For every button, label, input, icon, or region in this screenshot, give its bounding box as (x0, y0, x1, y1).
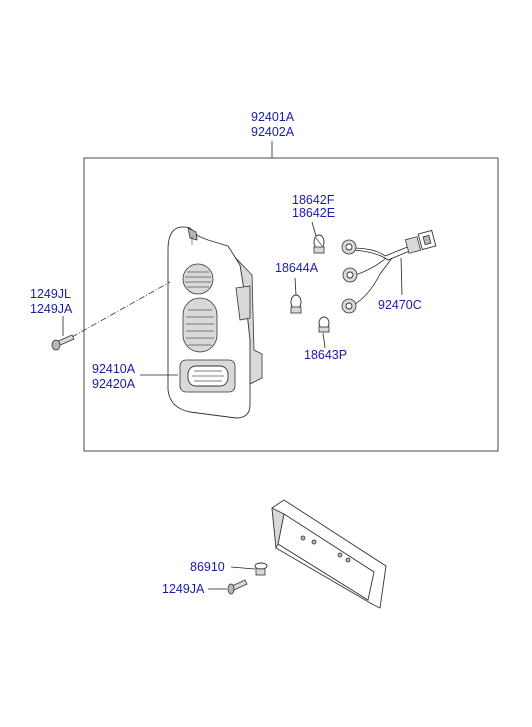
housing-screw (51, 281, 171, 351)
label-92420A[interactable]: 92420A (92, 377, 136, 391)
label-1249JA-plate[interactable]: 1249JA (162, 582, 205, 596)
label-18642F[interactable]: 18642F (292, 193, 335, 207)
rear-lamp-housing (167, 226, 263, 419)
bulb-18643-leader (322, 332, 326, 349)
lamp-middle-lens (182, 297, 218, 353)
label-92470C[interactable]: 92470C (378, 298, 422, 312)
label-92402A[interactable]: 92402A (251, 125, 295, 139)
label-18644A[interactable]: 18644A (275, 261, 319, 275)
label-92410A[interactable]: 92410A (92, 362, 136, 376)
grommet-leader (230, 566, 256, 570)
bulb-18644 (290, 294, 302, 314)
wiring-harness (341, 229, 437, 314)
wiring-leader (400, 257, 403, 296)
bulb-18644-leader (294, 277, 297, 296)
lamp-upper-lens (182, 263, 214, 295)
grommet (254, 562, 268, 576)
bulb-18642-leader (311, 221, 317, 237)
label-18642E[interactable]: 18642E (292, 206, 335, 220)
label-86910[interactable]: 86910 (190, 560, 225, 574)
label-1249JA[interactable]: 1249JA (30, 302, 73, 316)
label-1249JL[interactable]: 1249JL (30, 287, 71, 301)
assembly-frame (83, 157, 499, 452)
bulb-18642 (313, 234, 325, 254)
license-lamp (271, 499, 387, 609)
plate-screw (227, 579, 248, 595)
label-18643P[interactable]: 18643P (304, 348, 347, 362)
label-92401A[interactable]: 92401A (251, 110, 295, 124)
bulb-18643 (318, 316, 330, 333)
